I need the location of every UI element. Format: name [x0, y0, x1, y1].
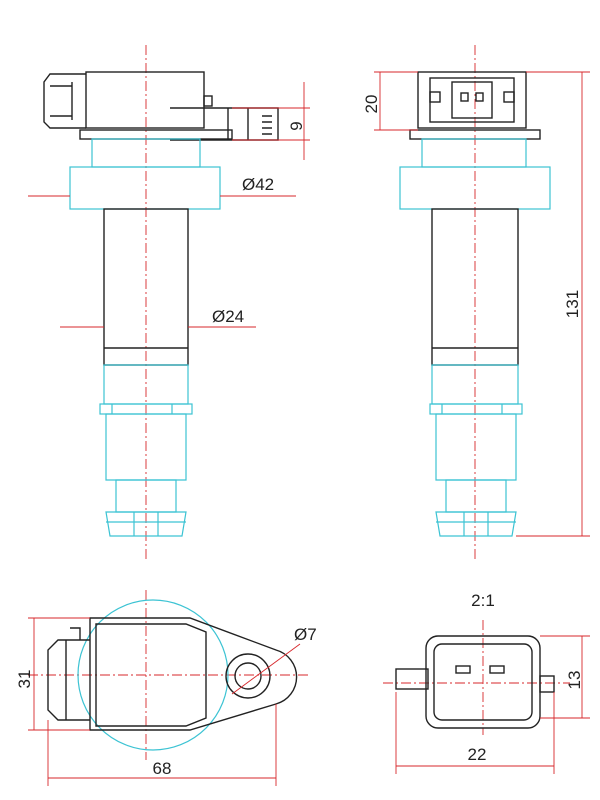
dim-hole-diameter-label: Ø7	[294, 625, 317, 644]
dim-flange-diameter-label: Ø42	[242, 175, 274, 194]
dim-base-height-label: 31	[15, 670, 34, 689]
dim-connector-width-label: 22	[468, 745, 487, 764]
dim-connector-width: 22	[395, 692, 555, 774]
dim-base-width-label: 68	[153, 759, 172, 778]
dim-base-height: 31	[15, 617, 90, 731]
base-view: Ø7 31 68	[15, 590, 317, 786]
dim-connector-face-height-label: 13	[565, 671, 584, 690]
dim-total-length-label: 131	[563, 290, 582, 318]
dim-top-height: 20	[362, 71, 418, 131]
dim-connector-face-height: 13	[540, 635, 590, 719]
dim-top-height-label: 20	[362, 95, 381, 114]
dim-body-diameter: Ø24	[60, 307, 256, 328]
side-view: 20 131	[362, 45, 590, 560]
connector-face-view: 2:1 22 13	[383, 591, 590, 774]
dim-connector-height: 9	[232, 82, 310, 160]
dim-flange-diameter: Ø42	[28, 175, 296, 197]
dim-base-width: 68	[47, 704, 277, 786]
front-view: 9 Ø42 Ø24	[28, 45, 310, 560]
scale-label: 2:1	[471, 591, 495, 610]
dim-total-length: 131	[516, 71, 590, 537]
dim-connector-height-label: 9	[287, 121, 306, 130]
dim-body-diameter-label: Ø24	[212, 307, 244, 326]
dim-hole-diameter: Ø7	[231, 625, 317, 695]
